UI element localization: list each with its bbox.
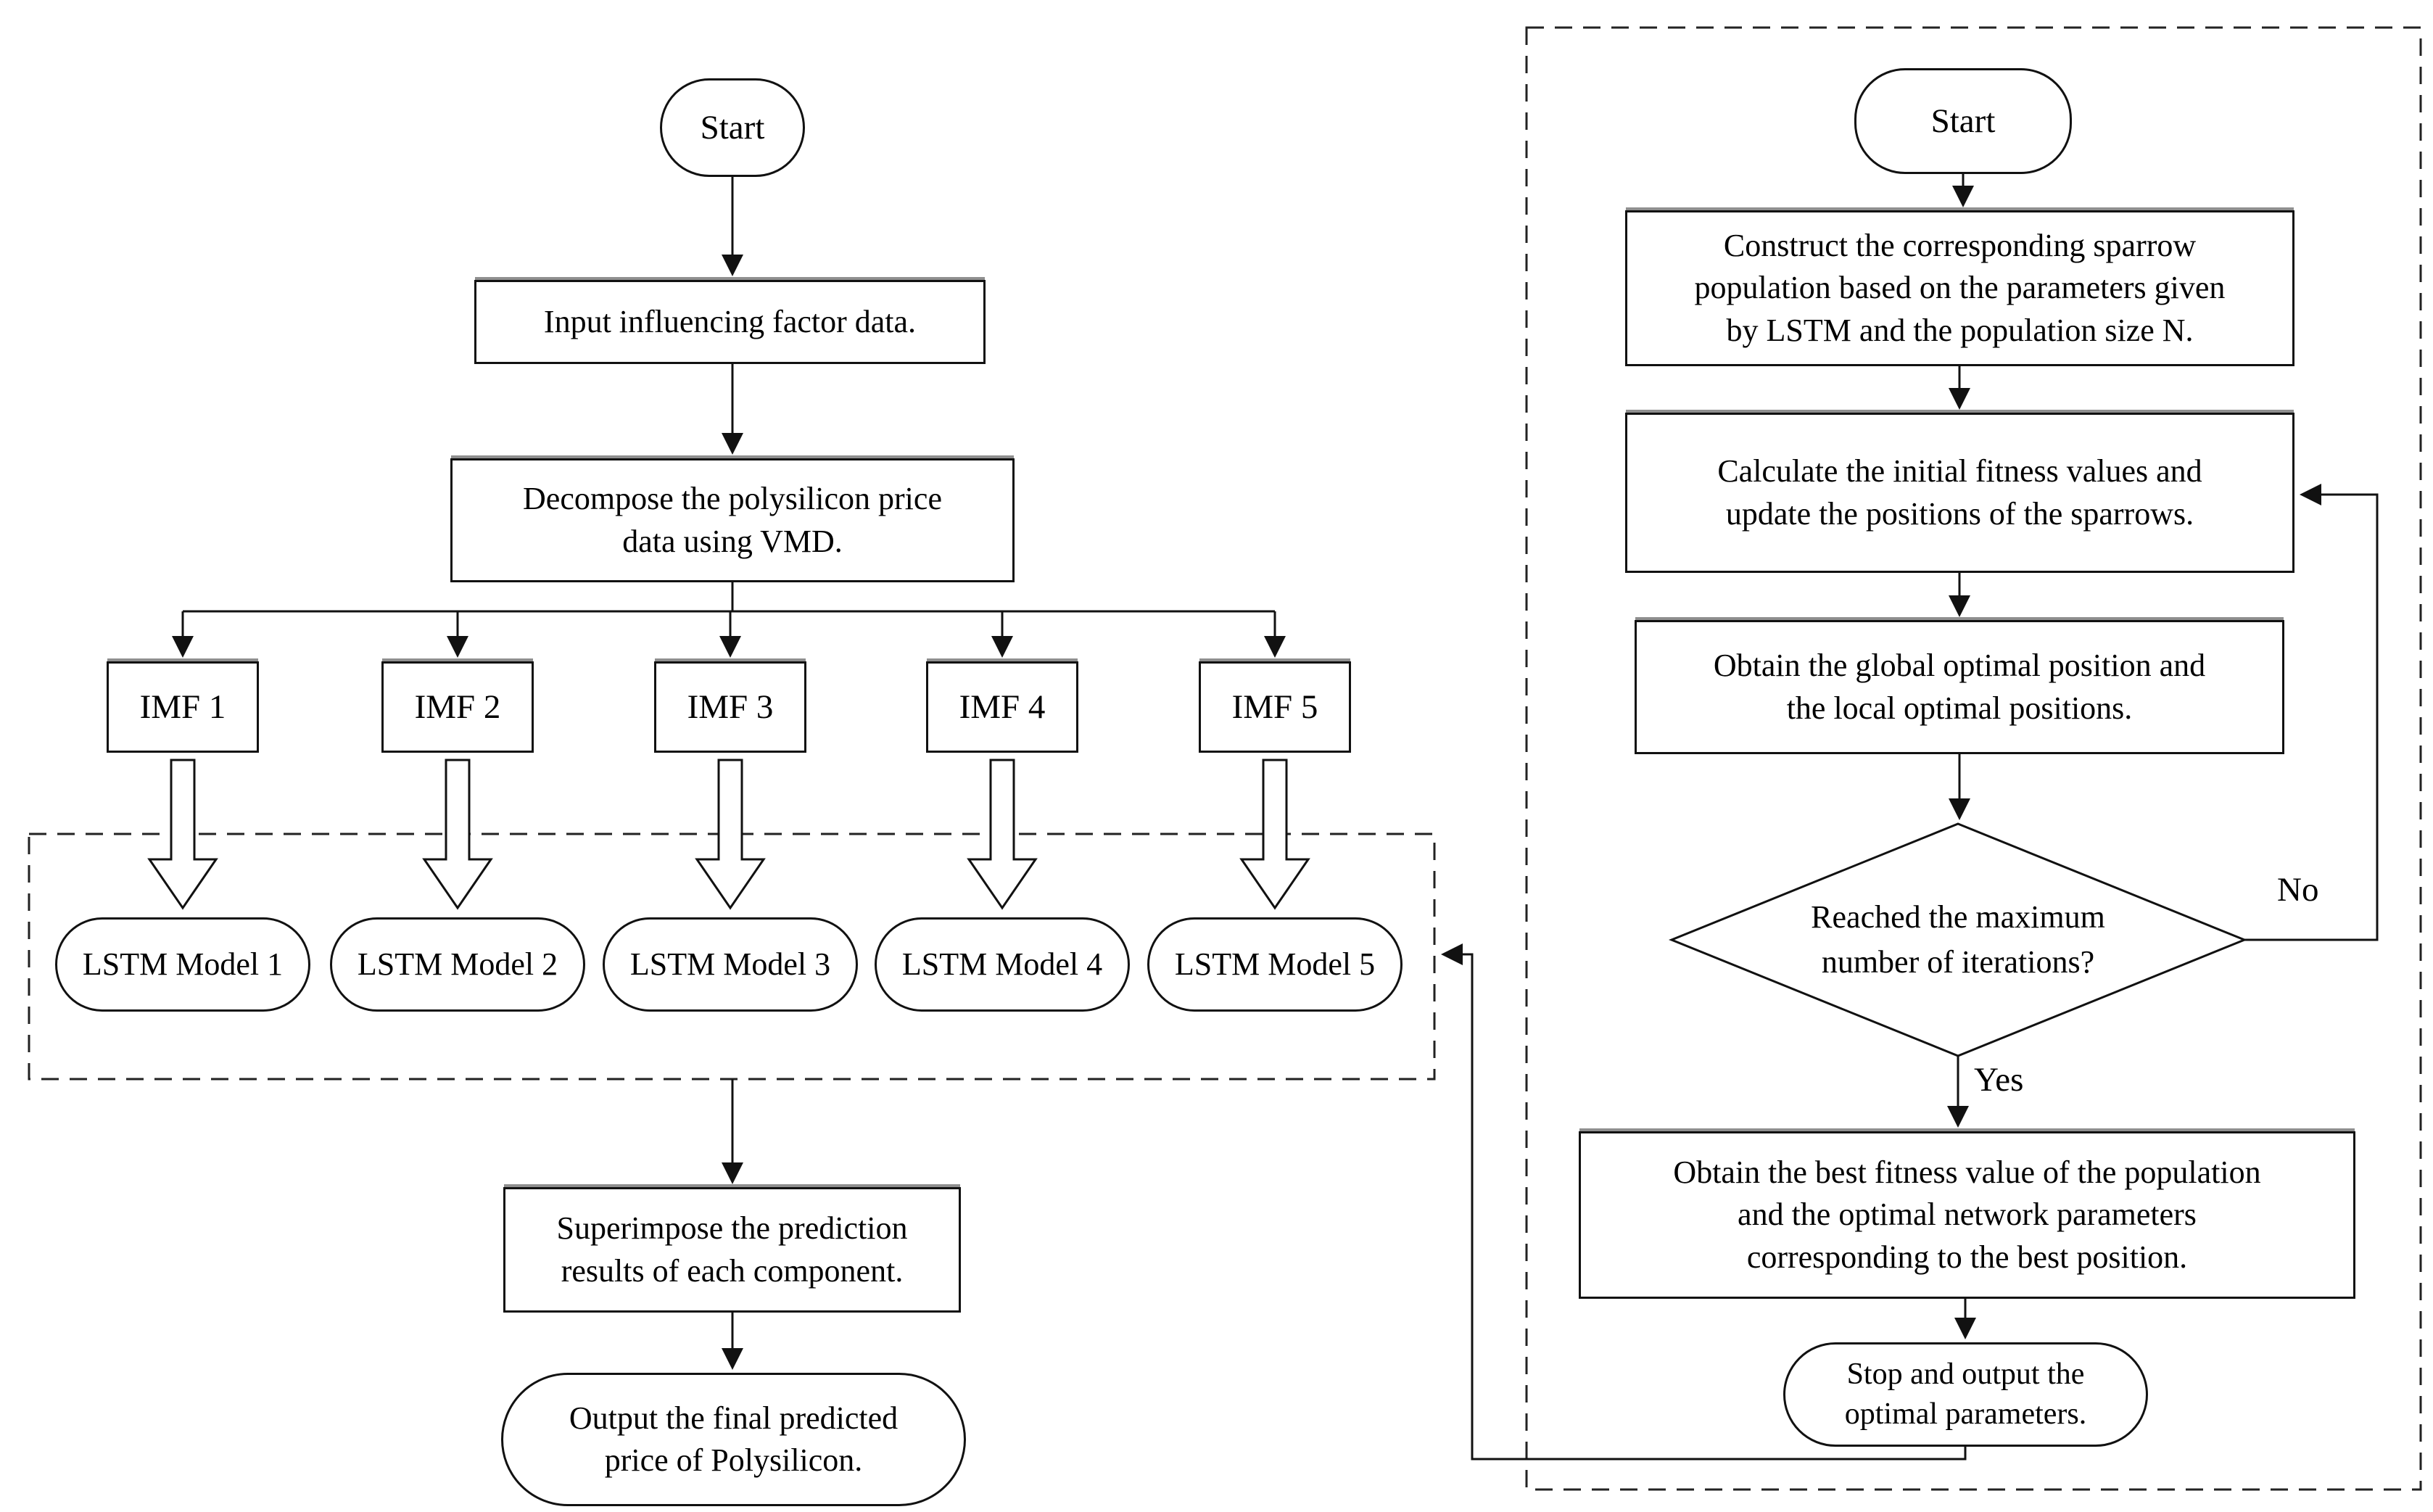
imf3-node: IMF 3 <box>654 661 806 753</box>
imf4-node: IMF 4 <box>926 661 1078 753</box>
block-arrow-imf4-to-lstm4 <box>967 759 1038 910</box>
calculate-fitness-node: Calculate the initial fitness values and… <box>1625 413 2294 573</box>
obtain-best-node: Obtain the best fitness value of the pop… <box>1579 1131 2355 1299</box>
block-arrow-imf1-to-lstm1 <box>147 759 218 910</box>
block-arrow-imf5-to-lstm5 <box>1239 759 1310 910</box>
imf1-label: IMF 1 <box>139 687 226 726</box>
imf5-node: IMF 5 <box>1199 661 1351 753</box>
decompose-vmd-node: Decompose the polysilicon price data usi… <box>450 458 1015 582</box>
right-start-node: Start <box>1854 68 2072 174</box>
imf2-node: IMF 2 <box>381 661 534 753</box>
construct-population-node: Construct the corresponding sparrow popu… <box>1625 210 2294 366</box>
stop-line-1: Stop and output the <box>1846 1357 2085 1391</box>
obtain-best-line-1: Obtain the best fitness value of the pop… <box>1673 1154 2261 1191</box>
decompose-line-1: Decompose the polysilicon price <box>523 481 942 517</box>
stop-output-node: Stop and output the optimal parameters. <box>1783 1342 2148 1447</box>
lstm-model-3-label: LSTM Model 3 <box>629 946 831 982</box>
imf3-label: IMF 3 <box>687 687 774 726</box>
lstm-model-2-label: LSTM Model 2 <box>357 946 558 982</box>
right-start-label: Start <box>1930 102 1996 140</box>
imf2-label: IMF 2 <box>414 687 501 726</box>
output-price-node: Output the final predicted price of Poly… <box>501 1373 966 1506</box>
obtain-best-line-2: and the optimal network parameters <box>1738 1197 2197 1233</box>
lstm-model-4-node: LSTM Model 4 <box>875 917 1130 1012</box>
decompose-line-2: data using VMD. <box>622 523 843 559</box>
lstm-model-2-node: LSTM Model 2 <box>330 917 585 1012</box>
lstm-model-3-node: LSTM Model 3 <box>603 917 858 1012</box>
obtain-global-node: Obtain the global optimal position and t… <box>1635 620 2284 754</box>
lstm-model-1-label: LSTM Model 1 <box>82 946 284 982</box>
decision-diamond-text: Reached the maximum number of iterations… <box>1740 867 2176 1012</box>
imf4-label: IMF 4 <box>959 687 1046 726</box>
lstm-model-1-node: LSTM Model 1 <box>55 917 310 1012</box>
decision-line-1: Reached the maximum <box>1811 899 2105 935</box>
input-data-label: Input influencing factor data. <box>543 303 917 339</box>
imf5-label: IMF 5 <box>1231 687 1318 726</box>
superimpose-line-2: results of each component. <box>561 1252 904 1289</box>
block-arrow-imf2-to-lstm2 <box>422 759 493 910</box>
calculate-line-1: Calculate the initial fitness values and <box>1717 453 2202 489</box>
input-data-node: Input influencing factor data. <box>474 280 986 364</box>
lstm-model-5-label: LSTM Model 5 <box>1174 946 1376 982</box>
left-start-label: Start <box>700 108 765 146</box>
stop-line-2: optimal parameters. <box>1844 1397 2087 1431</box>
lstm-model-5-node: LSTM Model 5 <box>1147 917 1403 1012</box>
construct-line-2: population based on the parameters given <box>1694 270 2226 306</box>
superimpose-node: Superimpose the prediction results of ea… <box>503 1187 961 1313</box>
no-branch-label: No <box>2277 871 2319 909</box>
obtain-global-line-2: the local optimal positions. <box>1786 690 2133 726</box>
obtain-global-line-1: Obtain the global optimal position and <box>1713 648 2206 684</box>
decision-line-2: number of iterations? <box>1821 944 2095 980</box>
yes-branch-label: Yes <box>1974 1061 2024 1099</box>
obtain-best-line-3: corresponding to the best position. <box>1746 1239 2188 1275</box>
construct-line-1: Construct the corresponding sparrow <box>1723 228 2197 264</box>
superimpose-line-1: Superimpose the prediction <box>556 1210 908 1247</box>
output-line-2: price of Polysilicon. <box>604 1442 863 1478</box>
lstm-model-4-label: LSTM Model 4 <box>901 946 1103 982</box>
output-line-1: Output the final predicted <box>569 1400 899 1436</box>
construct-line-3: by LSTM and the population size N. <box>1726 312 2194 348</box>
left-start-node: Start <box>660 78 805 177</box>
block-arrow-imf3-to-lstm3 <box>695 759 766 910</box>
imf1-node: IMF 1 <box>107 661 259 753</box>
calculate-line-2: update the positions of the sparrows. <box>1725 495 2194 532</box>
